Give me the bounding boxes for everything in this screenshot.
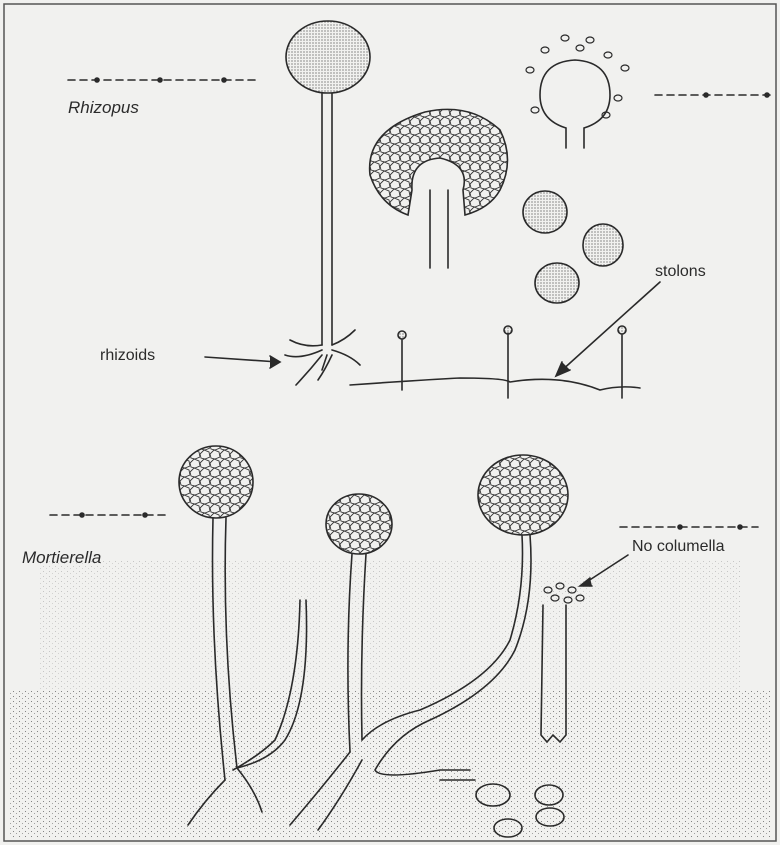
label-mortierella: Mortierella bbox=[22, 548, 101, 568]
label-no-columella: No columella bbox=[632, 538, 724, 556]
scale-tick bbox=[222, 78, 226, 82]
scale-tick bbox=[738, 525, 742, 529]
spore-ball bbox=[583, 224, 623, 266]
sporangiophore-stalk bbox=[322, 93, 332, 345]
scale-tick bbox=[678, 525, 682, 529]
sporangium-mortierella bbox=[478, 455, 568, 535]
label-rhizopus: Rhizopus bbox=[68, 98, 139, 118]
sporangium-mortierella bbox=[326, 494, 392, 554]
scale-tick bbox=[704, 93, 708, 97]
sporangium-section bbox=[370, 109, 508, 215]
label-stolons: stolons bbox=[655, 263, 706, 281]
spore-ball bbox=[535, 263, 579, 303]
sporangium-mortierella bbox=[179, 446, 253, 518]
scale-tick bbox=[95, 78, 99, 82]
arrow-rhizoids bbox=[205, 357, 278, 362]
scan-noise-mid bbox=[40, 560, 740, 690]
scale-tick bbox=[143, 513, 147, 517]
scale-tick bbox=[158, 78, 162, 82]
sporangium-rhizopus bbox=[286, 21, 370, 93]
stolon bbox=[350, 378, 640, 390]
scan-noise-bottom bbox=[10, 690, 772, 838]
columella-open bbox=[540, 60, 610, 148]
scale-tick bbox=[80, 513, 84, 517]
scale-tick bbox=[765, 93, 769, 97]
label-rhizoids: rhizoids bbox=[100, 347, 155, 365]
spore-ball bbox=[523, 191, 567, 233]
columella-stalk bbox=[430, 190, 448, 268]
